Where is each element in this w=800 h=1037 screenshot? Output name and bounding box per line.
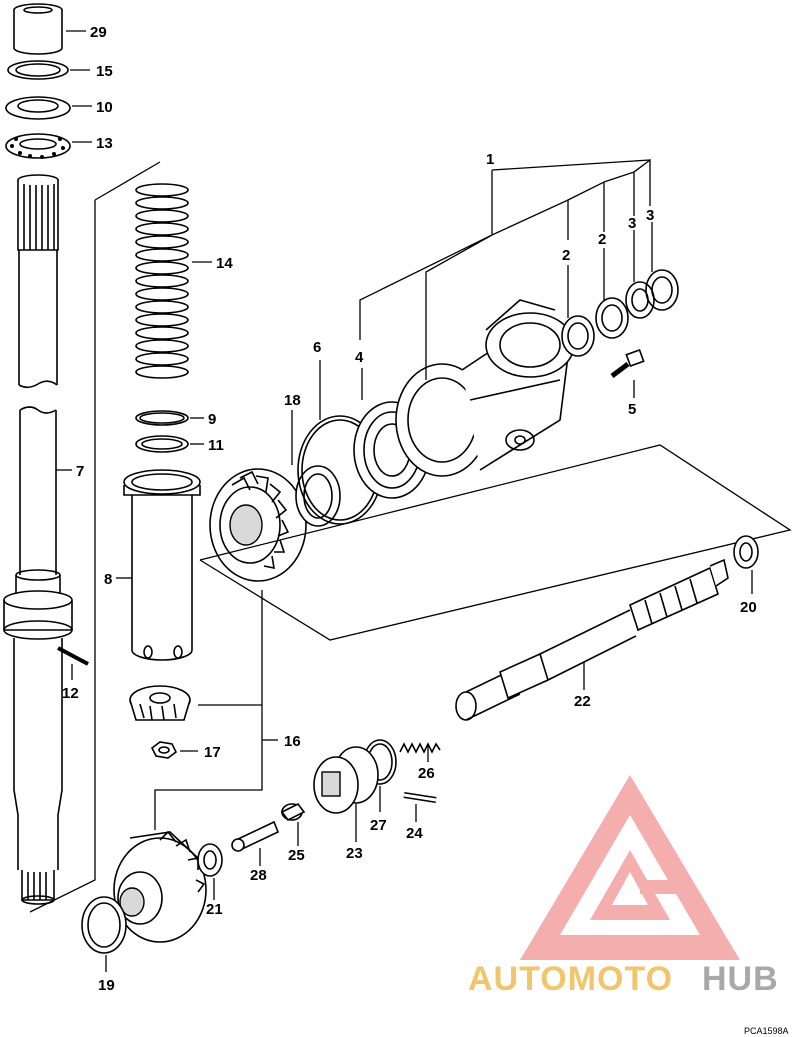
callout-1: 1 (486, 151, 494, 168)
part-8-sleeve (123, 469, 201, 661)
part-3-washer-b (645, 269, 679, 311)
part-12-pin (57, 646, 89, 666)
callout-12: 12 (62, 685, 79, 702)
drawing-code: PCA1598A (744, 1026, 789, 1036)
callout-labels: 29 15 10 13 14 9 11 7 8 12 17 16 19 21 2… (62, 24, 757, 994)
part-7-drive-shaft (3, 174, 73, 905)
part-1-gear-housing (395, 299, 575, 477)
group-bracket-shaft (29, 161, 161, 913)
part-5-bolt (610, 348, 645, 378)
watermark-text: AUTOMOTO HUB (468, 960, 779, 998)
part-18-seal (295, 465, 341, 527)
part-29-bushing (13, 3, 63, 55)
watermark-text-hub: HUB (702, 960, 779, 998)
callout-10: 10 (96, 99, 113, 116)
callout-25: 25 (288, 847, 305, 864)
part-20-washer (733, 535, 759, 569)
callout-24: 24 (406, 825, 423, 842)
callout-2b: 2 (598, 231, 606, 248)
part-2-needle-bearing-a (561, 315, 595, 357)
callout-28: 28 (250, 867, 267, 884)
part-21-washer (197, 843, 223, 877)
callout-29: 29 (90, 24, 107, 41)
part-22-propeller-shaft (455, 558, 729, 721)
callout-13: 13 (96, 135, 113, 152)
part-9-ring (135, 410, 189, 426)
callout-8: 8 (104, 571, 112, 588)
callout-9: 9 (208, 411, 216, 428)
leader-lines (56, 30, 753, 972)
callout-14: 14 (216, 255, 233, 272)
callout-5: 5 (628, 401, 636, 418)
callout-16: 16 (284, 733, 301, 750)
part-16-bevel-gear-bottom (113, 830, 207, 943)
callout-26: 26 (418, 765, 435, 782)
callout-3b: 3 (646, 207, 654, 224)
part-13-thrust-bearing (5, 133, 71, 159)
callout-7: 7 (76, 463, 84, 480)
callout-22: 22 (574, 693, 591, 710)
callout-11: 11 (208, 437, 224, 454)
part-pinion-gear (129, 685, 191, 721)
callout-23: 23 (346, 845, 363, 862)
callout-20: 20 (740, 599, 757, 616)
part-28-plunger (231, 820, 280, 852)
callout-6: 6 (313, 339, 321, 356)
callout-4: 4 (355, 349, 364, 366)
part-19-shim (81, 896, 127, 954)
callout-15: 15 (96, 63, 113, 80)
watermark-text-automoto: AUTOMOTO (468, 960, 673, 998)
callout-18: 18 (284, 392, 301, 409)
part-23-clutch (313, 746, 379, 814)
part-11-ring (135, 435, 189, 453)
part-24-pin (403, 792, 437, 803)
callout-3a: 3 (628, 215, 636, 232)
part-17-nut (150, 741, 178, 759)
part-26-spring (399, 742, 441, 754)
callout-27: 27 (370, 817, 387, 834)
callout-17: 17 (204, 744, 221, 761)
callout-2a: 2 (562, 247, 570, 264)
callout-21: 21 (206, 901, 223, 918)
part-10-thrust-washer (5, 96, 71, 120)
group-bracket-gears (154, 590, 263, 830)
callout-19: 19 (98, 977, 115, 994)
part-14-spring (135, 183, 189, 379)
part-2-needle-bearing-b (595, 297, 629, 339)
watermark-logo (520, 775, 740, 960)
group-bracket-housing (199, 444, 792, 641)
part-16-bevel-gear-top (209, 468, 307, 582)
part-25-cam-follower (280, 802, 306, 822)
part-3-washer-a (625, 281, 655, 319)
part-15-washer (7, 60, 69, 80)
